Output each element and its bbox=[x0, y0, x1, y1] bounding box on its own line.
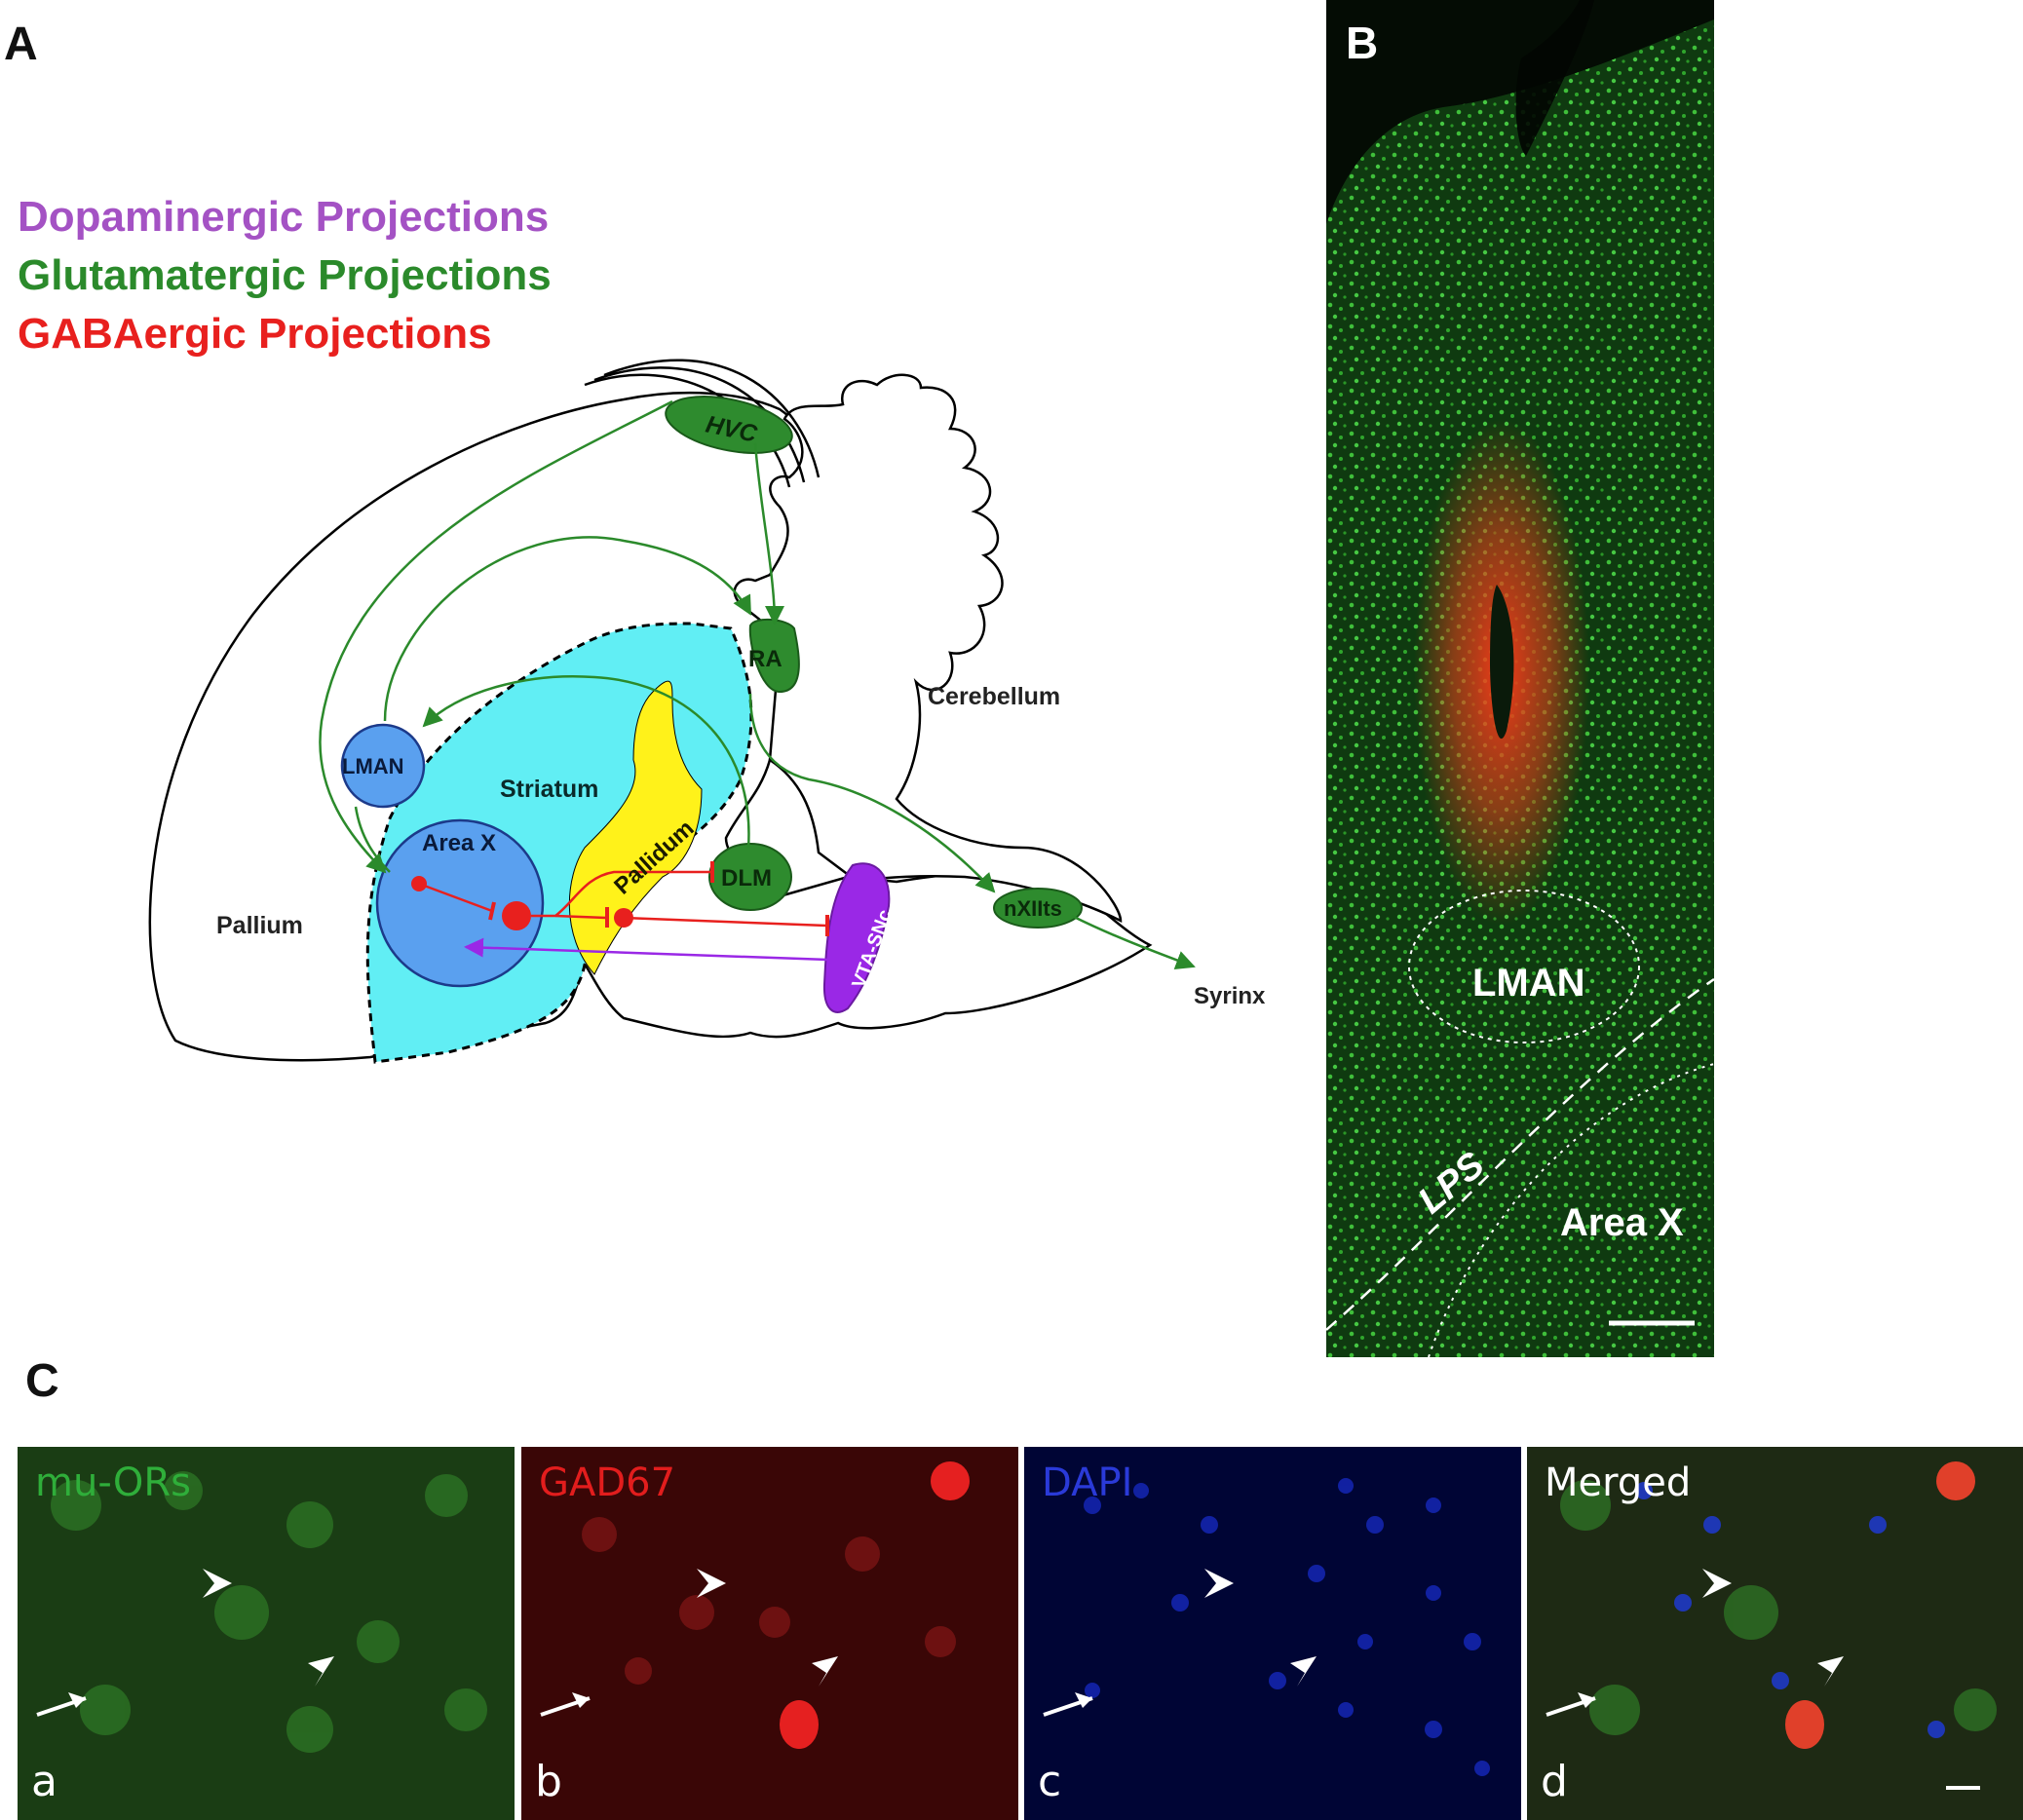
area-x-label: Area X bbox=[422, 830, 496, 856]
panel-a-letter: A bbox=[4, 19, 38, 70]
dapi-label: DAPI bbox=[1042, 1460, 1133, 1505]
syrinx-label: Syrinx bbox=[1194, 983, 1266, 1009]
nxiits-node bbox=[993, 888, 1083, 929]
lps-line bbox=[1326, 977, 1714, 1331]
area-x-boundary bbox=[1428, 1063, 1714, 1357]
cerebellum-label: Cerebellum bbox=[928, 683, 1060, 710]
ra-label: RA bbox=[748, 646, 782, 672]
sub-letter-a: a bbox=[31, 1757, 57, 1806]
panel-b-micrograph: B LMAN LPS Area X bbox=[1326, 0, 1714, 1357]
lman-node bbox=[340, 723, 426, 809]
area-x-node bbox=[375, 818, 545, 988]
legend-gabaergic: GABAergic Projections bbox=[18, 310, 492, 358]
panel-b-lman-label: LMAN bbox=[1472, 962, 1585, 1005]
gad67-label: GAD67 bbox=[539, 1460, 676, 1505]
panel-b-area-x-label: Area X bbox=[1560, 1201, 1684, 1244]
merged-label: Merged bbox=[1545, 1460, 1692, 1505]
songbird-brain-diagram: HVC RA LMAN Area X Striatum Pallidum DLM… bbox=[148, 359, 1266, 1064]
pallidum-region bbox=[568, 680, 703, 975]
dlm-label: DLM bbox=[721, 865, 772, 891]
hvc-node bbox=[665, 396, 793, 454]
striatum-label: Striatum bbox=[500, 776, 598, 803]
nxiits-label: nXIIts bbox=[1004, 896, 1062, 921]
panel-c-c: DAPI c bbox=[1024, 1447, 1521, 1820]
panel-c-d: Merged d bbox=[1527, 1447, 2023, 1820]
panel-c-b: GAD67 b bbox=[521, 1447, 1018, 1820]
pallium-label: Pallium bbox=[216, 912, 303, 939]
legend-dopaminergic: Dopaminergic Projections bbox=[18, 193, 550, 241]
sub-letter-b: b bbox=[535, 1757, 562, 1806]
sub-letter-c: c bbox=[1038, 1757, 1062, 1806]
legend-glutamatergic: Glutamatergic Projections bbox=[18, 251, 552, 299]
mu-ors-label: mu-ORs bbox=[35, 1460, 191, 1505]
lman-outline bbox=[1408, 890, 1640, 1043]
lman-label: LMAN bbox=[342, 754, 404, 778]
panel-b-letter: B bbox=[1346, 18, 1378, 68]
sub-letter-d: d bbox=[1541, 1757, 1568, 1806]
panel-c-letter: C bbox=[25, 1355, 59, 1407]
panel-c-a: mu-ORs a bbox=[18, 1447, 515, 1820]
dlm-node bbox=[708, 843, 792, 911]
